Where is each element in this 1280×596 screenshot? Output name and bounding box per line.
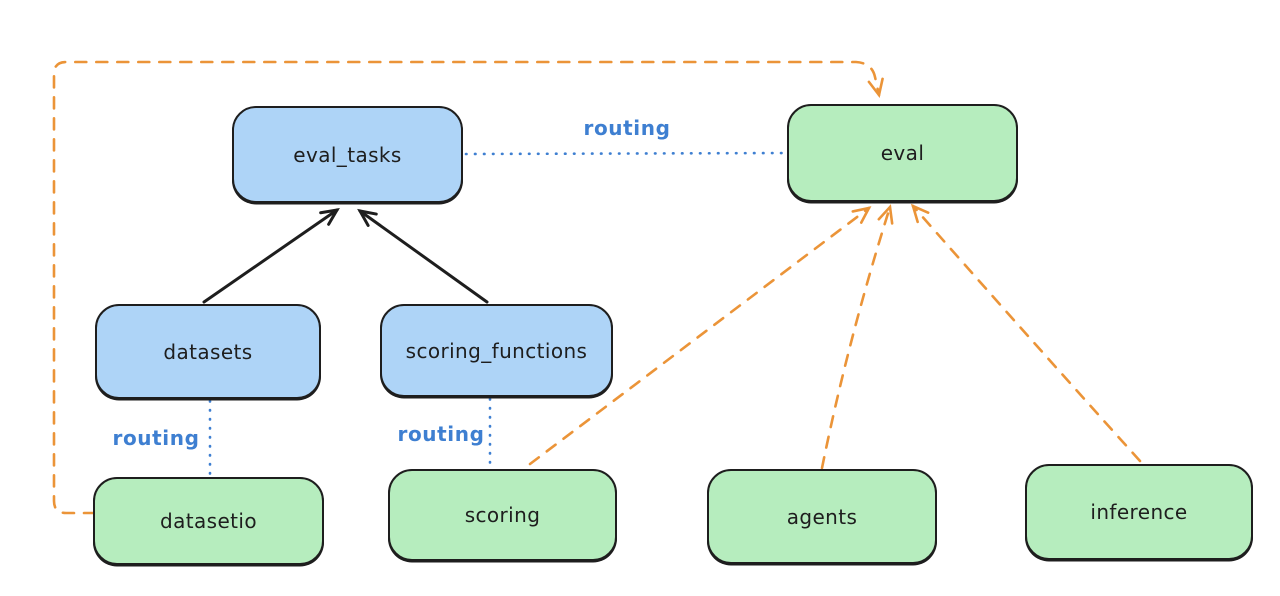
node-datasets-label: datasets (163, 339, 253, 364)
node-scoring-label: scoring (464, 503, 541, 527)
edge-routing-eval_tasks-eval (464, 151, 788, 156)
node-datasetio: datasetio (93, 477, 324, 565)
edge-datasetio-eval-loop-arrow (52, 60, 884, 515)
node-inference: inference (1025, 464, 1253, 560)
node-eval-tasks-label: eval_tasks (293, 142, 402, 167)
edge-label-routing-eval-tasks-eval: routing (583, 116, 671, 140)
node-agents-label: agents (786, 504, 858, 529)
edge-scoring_functions-eval_tasks-arrow (357, 208, 489, 304)
node-datasetio-label: datasetio (159, 509, 257, 533)
edge-label-routing-scoring-functions-scoring: routing (397, 422, 485, 446)
edge-inference-eval-arrow (910, 203, 1142, 463)
node-eval: eval (787, 104, 1018, 202)
edge-datasets-eval_tasks-arrow (202, 207, 340, 304)
node-eval-label: eval (880, 141, 925, 165)
edge-agents-eval-arrow (820, 204, 894, 470)
edge-scoring-eval-arrow (528, 206, 872, 466)
node-scoring: scoring (388, 469, 617, 561)
edge-label-routing-datasets-datasetio: routing (112, 426, 200, 450)
node-scoring-functions: scoring_functions (380, 304, 613, 397)
node-eval-tasks: eval_tasks (232, 106, 463, 203)
node-inference-label: inference (1090, 500, 1188, 524)
node-agents: agents (707, 469, 937, 564)
node-scoring-functions-label: scoring_functions (405, 338, 588, 363)
node-datasets: datasets (95, 304, 321, 399)
